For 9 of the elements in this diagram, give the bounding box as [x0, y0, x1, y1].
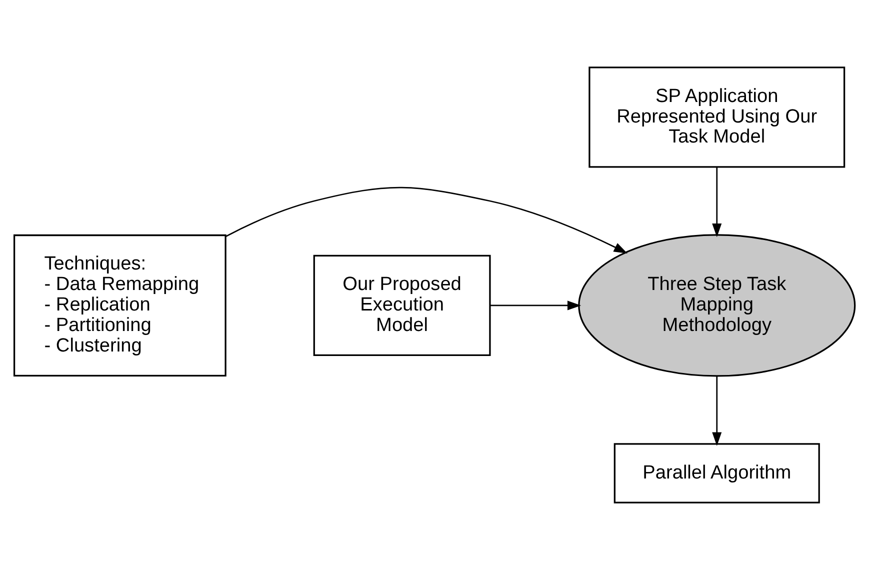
arrow: [490, 300, 582, 310]
arrow: [712, 166, 722, 237]
node-box: Parallel Algorithm: [614, 442, 820, 503]
arrow: [226, 186, 628, 253]
node-ellipse: Three Step Task Mapping Methodology: [578, 234, 856, 376]
node-box: Our Proposed Execution Model: [313, 254, 491, 356]
node-box: SP Application Represented Using Our Task Model: [588, 66, 846, 168]
node-box: Techniques: - Data Remapping - Replication - Partitioning - Clustering: [13, 234, 226, 376]
arrow: [712, 375, 722, 446]
